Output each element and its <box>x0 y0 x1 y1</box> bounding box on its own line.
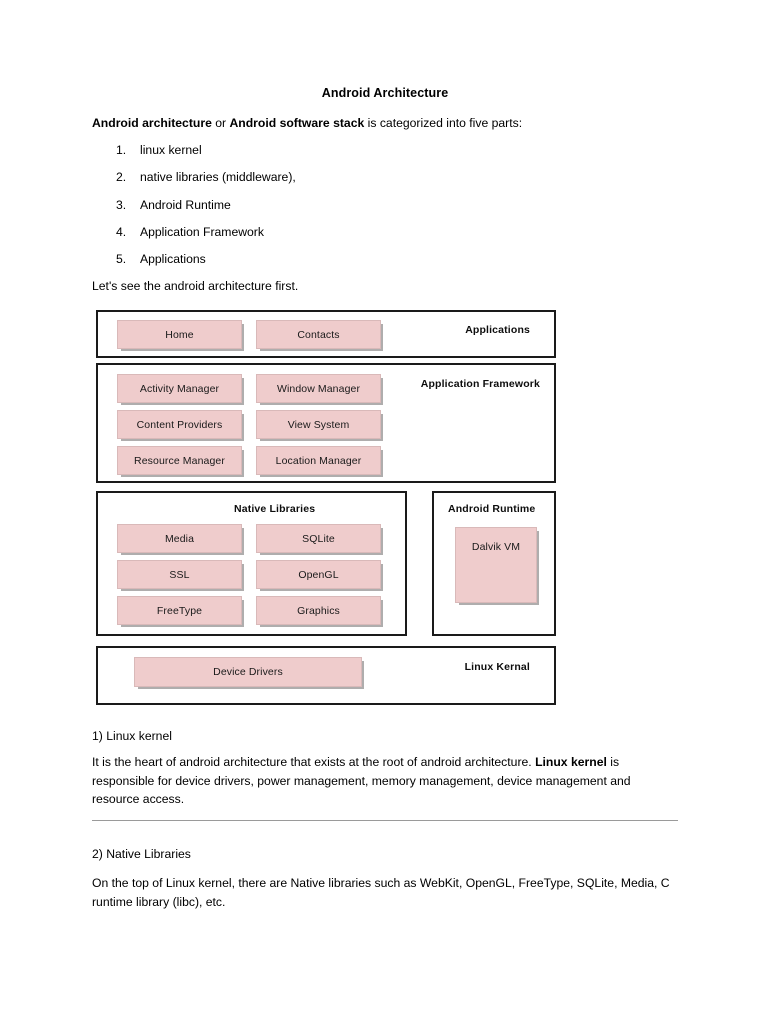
para-text-start: On the top of Linux kernel, there are Na… <box>92 876 670 909</box>
parts-list: 1. linux kernel 2. native libraries (mid… <box>92 141 592 277</box>
list-item-number: 5. <box>116 252 127 267</box>
para-bold-linux-kernel: Linux kernel <box>535 755 607 769</box>
horizontal-divider <box>92 820 678 821</box>
list-item-label: native libraries (middleware), <box>140 170 296 185</box>
intro-bold-stack: Android software stack <box>229 116 365 130</box>
para-text-end: is responsible for device drivers, power… <box>92 755 631 806</box>
list-item-label: Applications <box>140 252 206 267</box>
list-item: 4. Application Framework <box>92 223 592 250</box>
layer-applications-title: Applications <box>465 324 530 336</box>
layer-android-runtime: Android Runtime Dalvik VM <box>432 491 556 636</box>
layer-native-libraries-title: Native Libraries <box>234 503 316 515</box>
chip-media: Media <box>117 524 242 553</box>
intro-tail: is categorized into five parts: <box>364 116 523 130</box>
section-body-linux-kernel: It is the heart of android architecture … <box>92 753 678 809</box>
list-item-number: 4. <box>116 224 127 239</box>
list-item-number: 2. <box>116 170 127 185</box>
list-item-label: Android Runtime <box>140 197 231 212</box>
chip-graphics: Graphics <box>256 596 381 625</box>
android-architecture-diagram: Applications Home Contacts Application F… <box>96 310 556 710</box>
chip-location-manager: Location Manager <box>256 446 381 475</box>
list-item-label: linux kernel <box>140 143 202 157</box>
layer-application-framework-title: Application Framework <box>420 378 540 390</box>
layer-native-libraries: Native Libraries Media SSL FreeType SQLi… <box>96 491 407 636</box>
chip-contacts: Contacts <box>256 320 381 349</box>
list-item-number: 1. <box>116 143 127 157</box>
layer-linux-kernel-title: Linux Kernal <box>464 661 530 673</box>
intro-paragraph: Android architecture or Android software… <box>92 115 682 132</box>
layer-applications: Applications Home Contacts <box>96 310 556 358</box>
section-heading-linux-kernel: 1) Linux kernel <box>92 729 172 743</box>
chip-content-providers: Content Providers <box>117 410 242 439</box>
list-item: 5. Applications <box>92 250 592 277</box>
chip-freetype: FreeType <box>117 596 242 625</box>
chip-activity-manager: Activity Manager <box>117 374 242 403</box>
list-item-number: 3. <box>116 197 127 212</box>
para-text-start: It is the heart of android architecture … <box>92 755 536 769</box>
list-item: 2. native libraries (middleware), <box>92 168 592 195</box>
chip-view-system: View System <box>256 410 381 439</box>
diagram-lead-in: Let's see the android architecture first… <box>92 279 299 293</box>
list-item: 3. Android Runtime <box>92 196 592 223</box>
chip-device-drivers: Device Drivers <box>134 657 362 687</box>
layer-linux-kernel: Linux Kernal Device Drivers <box>96 646 556 705</box>
intro-bold-architecture: Android architecture <box>92 116 212 130</box>
list-item: 1. linux kernel <box>92 141 592 168</box>
chip-resource-manager: Resource Manager <box>117 446 242 475</box>
list-item-label: Application Framework <box>140 224 264 239</box>
section-heading-native-libraries: 2) Native Libraries <box>92 847 191 861</box>
chip-dalvik-vm: Dalvik VM <box>455 527 537 603</box>
chip-sqlite: SQLite <box>256 524 381 553</box>
chip-opengl: OpenGL <box>256 560 381 589</box>
layer-android-runtime-title: Android Runtime <box>448 503 536 515</box>
section-body-native-libraries: On the top of Linux kernel, there are Na… <box>92 874 678 911</box>
page-title: Android Architecture <box>321 86 449 100</box>
chip-ssl: SSL <box>117 560 242 589</box>
chip-window-manager: Window Manager <box>256 374 381 403</box>
chip-home: Home <box>117 320 242 349</box>
layer-application-framework: Application Framework Activity Manager C… <box>96 363 556 483</box>
intro-conjunction: or <box>211 116 230 130</box>
